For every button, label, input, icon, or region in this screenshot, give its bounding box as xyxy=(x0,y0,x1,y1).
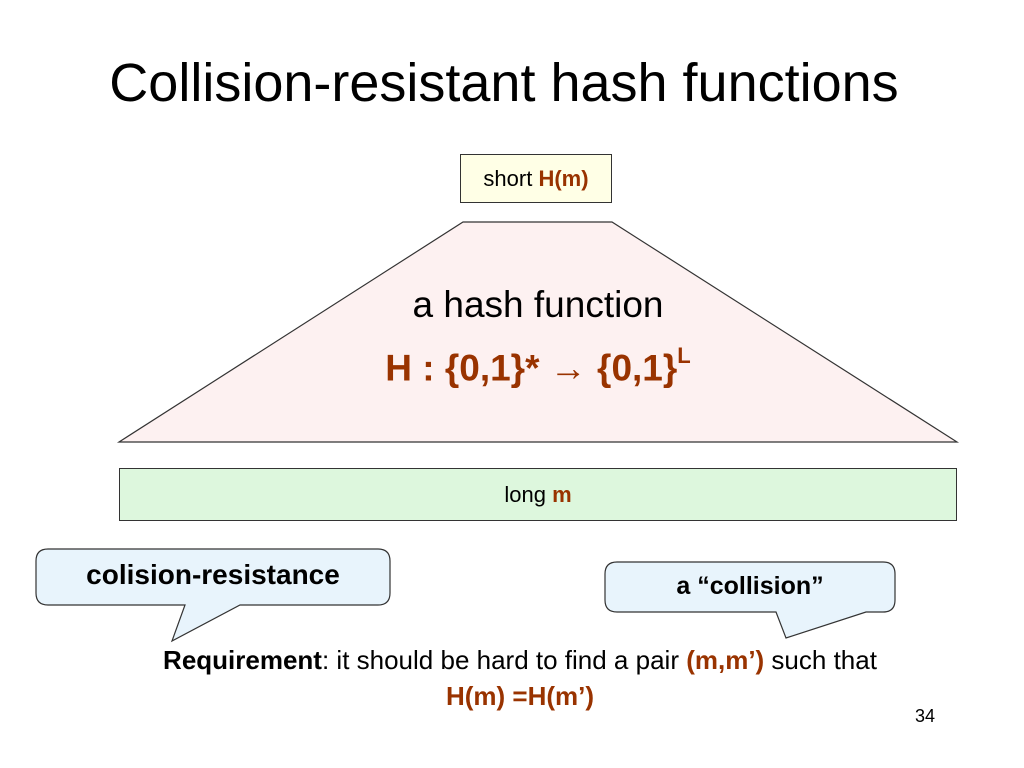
long-box-emph: m xyxy=(552,481,572,507)
short-box-emph: H(m) xyxy=(538,165,589,191)
callout-left-shape xyxy=(35,548,391,643)
callout-collision: a “collision” xyxy=(676,572,824,600)
page-number: 34 xyxy=(914,706,936,726)
callout-collision-resistance: colision-resistance xyxy=(86,559,340,590)
requirement-text: : it should be hard to find a pair xyxy=(321,645,687,675)
long-message-box: long m xyxy=(119,468,957,521)
requirement-pair: (m,m’) xyxy=(686,645,765,675)
slide-title: Collision-resistant hash functions xyxy=(109,53,899,113)
long-box-prefix: long xyxy=(504,481,546,507)
requirement-line: Requirement: it should be hard to find a… xyxy=(0,642,1024,678)
hash-function-formula: H : {0,1}* → {0,1}L xyxy=(300,338,776,390)
short-box-prefix: short xyxy=(483,165,533,191)
requirement-bold: Requirement xyxy=(163,645,322,675)
requirement-equation: H(m) =H(m’) xyxy=(445,681,595,711)
short-hash-box: short H(m) xyxy=(460,154,612,203)
hash-function-label: a hash function xyxy=(412,284,664,325)
formula-text: H : {0,1}* → {0,1} xyxy=(385,347,678,389)
requirement-tail: such that xyxy=(764,645,877,675)
formula-superscript: L xyxy=(677,343,691,368)
callout-right-shape xyxy=(604,561,896,639)
